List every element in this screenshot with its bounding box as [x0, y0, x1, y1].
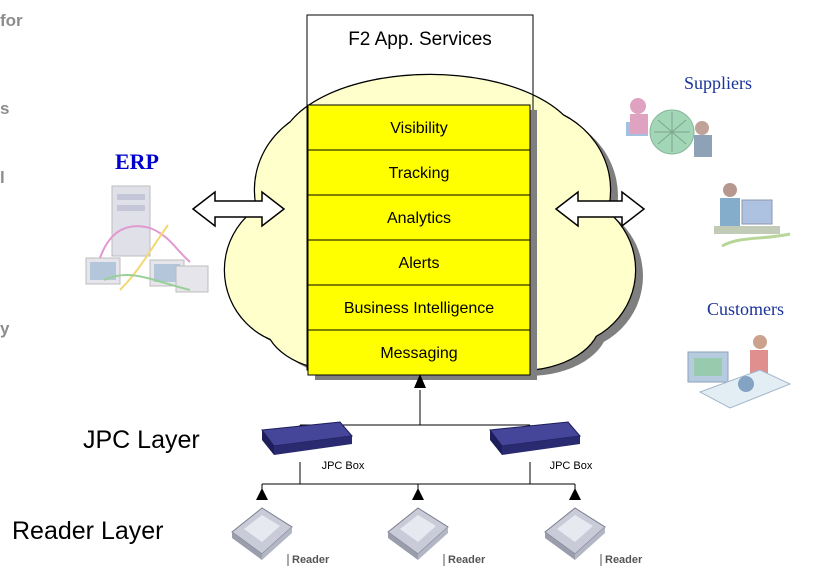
suppliers-label: Suppliers	[684, 73, 753, 93]
reader-device-1	[231, 507, 293, 560]
up-arrow-reader-1	[256, 488, 268, 500]
service-alerts: Alerts	[399, 255, 440, 272]
service-visibility: Visibility	[390, 120, 448, 137]
jpc-layer-label: JPC Layer	[83, 426, 200, 454]
service-analytics: Analytics	[387, 210, 451, 227]
reader-device-3	[544, 507, 606, 560]
edge-text-fragment-1: for	[0, 11, 23, 30]
suppliers-workstation-illustration	[714, 183, 791, 248]
reader-label-2: Reader	[448, 554, 486, 566]
jpc-box-left	[261, 421, 353, 455]
edge-text-fragment-3: l	[0, 168, 5, 187]
erp-label: ERP	[115, 149, 159, 174]
suppliers-people-illustration	[626, 98, 712, 157]
reader-layer-label: Reader Layer	[12, 517, 164, 545]
up-arrow-reader-2	[412, 488, 424, 500]
reader-device-2	[387, 507, 449, 560]
service-tracking: Tracking	[389, 165, 450, 182]
edge-text-fragment-2: s	[0, 99, 10, 118]
up-arrow-messaging	[414, 374, 426, 388]
erp-double-arrow	[191, 190, 286, 228]
customers-label: Customers	[707, 299, 785, 319]
jpc-box-label-right: JPC Box	[550, 460, 593, 472]
app-services-title: F2 App. Services	[348, 29, 492, 50]
service-row-messaging	[307, 329, 531, 376]
service-business-intelligence: Business Intelligence	[344, 300, 494, 317]
edge-text-fragment-4: y	[0, 319, 10, 338]
up-arrow-reader-3	[569, 488, 581, 500]
reader-label-1: Reader	[292, 554, 330, 566]
service-row-visibility	[307, 104, 531, 151]
jpc-box-right	[489, 421, 581, 455]
erp-computers-illustration	[85, 185, 209, 293]
reader-label-ticks	[287, 554, 602, 566]
arrowheads	[256, 374, 581, 500]
jpc-box-label-left: JPC Box	[322, 460, 365, 472]
service-messaging: Messaging	[380, 345, 457, 362]
services-stack	[307, 104, 531, 376]
reader-label-3: Reader	[605, 554, 643, 566]
stakeholder-double-arrow	[554, 190, 646, 228]
customers-workstation-illustration	[687, 335, 792, 409]
app-services-title-bg	[308, 16, 532, 58]
